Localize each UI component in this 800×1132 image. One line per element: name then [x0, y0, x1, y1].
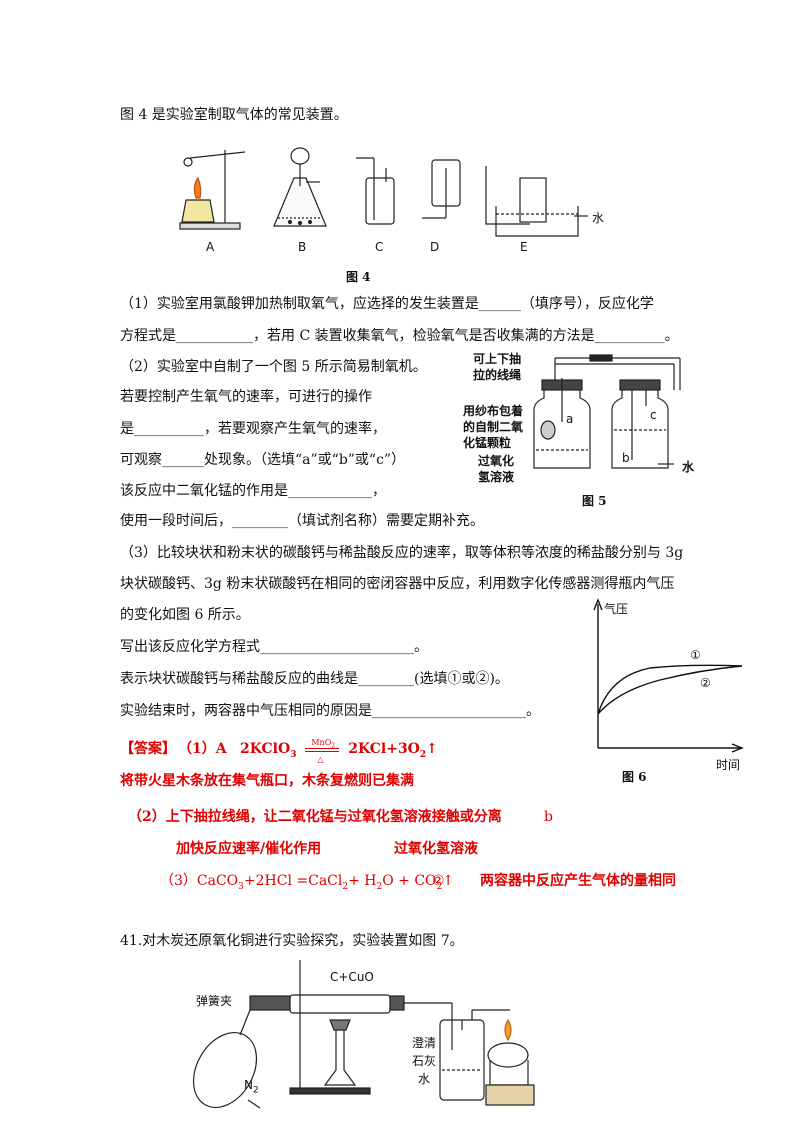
figure-4-apparatus: [179, 147, 588, 237]
curve-2: [597, 665, 743, 715]
q2-line1: （2）实验室中自制了一个图 5 所示简易制氧机。: [120, 359, 427, 375]
fig6-curve1-label: ①: [690, 648, 701, 662]
q3-line2: 块状碳酸钙、3g 粉末状碳酸钙在相同的密闭容器中反应，利用数字化传感器测得瓶内气…: [120, 576, 675, 592]
q1-line1: （1）实验室用氯酸钾加热制取氧气，应选择的发生装置是______（填序号），反应…: [120, 296, 654, 312]
fig5-mark-c: c: [650, 408, 657, 422]
q2-line2: 若要控制产生氧气的速率，可进行的操作: [120, 389, 372, 405]
answer-3-reason: 两容器中反应产生气体的量相同: [480, 873, 676, 889]
fig6-xlabel: 时间: [716, 758, 741, 772]
fig6-ylabel: 气压: [604, 602, 629, 616]
fig6-caption: 图 6: [622, 770, 647, 784]
q2-line3: 是__________，若要观察产生氧气的速率，: [120, 421, 386, 437]
fig4-label-d: D: [430, 240, 440, 254]
answer-1-equation: 2KClO3 MnO2 △ 2KCl+3O2↑: [240, 738, 438, 764]
fig4-label-b: B: [298, 240, 307, 254]
q3-line3: 的变化如图 6 所示。: [120, 607, 250, 623]
y-axis-arrow: [593, 598, 603, 611]
fig5-label-rope-2: 拉的线绳: [473, 368, 522, 382]
fig4-label-e: E: [520, 240, 528, 254]
fig7-label-lime-1: 澄清: [412, 1036, 437, 1050]
fig7-label-cuo: C+CuO: [330, 970, 374, 984]
fig7-label-lime-3: 水: [418, 1072, 431, 1086]
q3-line4: 写出该反应化学方程式______________________。: [120, 639, 428, 655]
q2-line5: 该反应中二氧化锰的作用是____________，: [120, 483, 386, 499]
figure-5-oxygen-maker: [533, 354, 681, 469]
answer-2-role: 加快反应速率/催化作用: [176, 841, 322, 857]
answer-2-reagent: 过氧化氢溶液: [394, 841, 478, 857]
answer-3-curve: ②: [432, 873, 445, 889]
fig4-label-c: C: [375, 240, 384, 254]
fig5-label-gauze-2: 的自制二氧: [463, 420, 524, 434]
fig7-label-n2: N2: [244, 1078, 259, 1096]
q1-line2: 方程式是___________，若用 C 装置收集氧气，检验氧气是否收集满的方法…: [120, 328, 679, 344]
figure-6-pressure-chart: [593, 598, 744, 753]
fig7-label-lime-2: 石灰: [412, 1054, 437, 1068]
answer-tag: 【答案】: [120, 741, 176, 757]
fig5-label-rope-1: 可上下抽: [473, 352, 522, 366]
x-axis-arrow: [731, 743, 744, 753]
figure-7-apparatus: [192, 960, 535, 1109]
q3-line5: 表示块状碳酸钙与稀盐酸反应的曲线是________(选填①或②)。: [120, 671, 509, 687]
q2-line4: 可观察______处现象。（选填“a”或“b”或“c”）: [120, 452, 406, 468]
fig5-mark-a: a: [566, 412, 574, 426]
fig7-label-clip: 弹簧夹: [196, 994, 233, 1008]
q2-line6: 使用一段时间后，________（填试剂名称）需要定期补充。: [120, 513, 484, 529]
answer-2-operation: （2）上下抽拉线绳，让二氧化锰与过氧化氢溶液接触或分离: [128, 809, 502, 825]
fig5-label-water: 水: [682, 460, 695, 474]
curve-1: [597, 664, 743, 715]
q3-line1: （3）比较块状和粉末状的碳酸钙与稀盐酸反应的速率，取等体积等浓度的稀盐酸分别与 …: [120, 545, 684, 561]
fig5-label-h2o2-2: 氢溶液: [478, 470, 515, 484]
answer-1-check: 将带火星木条放在集气瓶口，木条复燃则已集满: [120, 773, 414, 789]
fig4-label-a: A: [206, 240, 215, 254]
answer-3-equation: （3）CaCO3+2HCl =CaCl2+ H2O + CO2↑: [160, 873, 454, 892]
intro-text: 图 4 是实验室制取气体的常见装置。: [120, 107, 348, 123]
answer-1-choice: （1）A: [178, 741, 227, 757]
fig5-label-gauze-3: 化锰颗粒: [463, 436, 512, 450]
q3-line6: 实验结束时，两容器中气压相同的原因是______________________…: [120, 703, 540, 719]
answer-2-b: b: [544, 809, 553, 825]
fig4-caption: 图 4: [346, 270, 371, 284]
fig5-label-h2o2-1: 过氧化: [478, 454, 515, 468]
fig5-mark-b: b: [622, 451, 630, 465]
fig4-label-water: 水: [592, 211, 605, 225]
fig6-curve2-label: ②: [700, 676, 711, 690]
fig5-label-gauze-1: 用纱布包着: [463, 404, 524, 418]
fig5-caption: 图 5: [582, 494, 607, 508]
q41-text: 41.对木炭还原氧化铜进行实验探究，实验装置如图 7。: [120, 933, 464, 949]
